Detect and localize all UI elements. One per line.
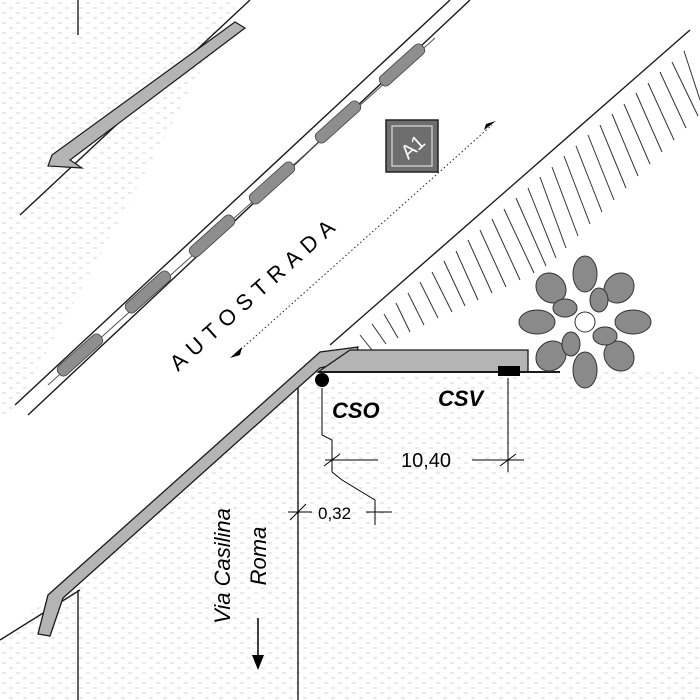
valve-label: CSV: [438, 386, 486, 411]
length-dimension: [321, 378, 524, 472]
barrier-top-left: [47, 21, 247, 169]
tree-icon: [518, 255, 652, 389]
street-name: Via Casilina: [210, 508, 235, 624]
motorway-shield-icon: A1: [385, 119, 439, 173]
origin-label: CSO: [332, 398, 380, 423]
embankment-slope: [359, 50, 700, 351]
road-label: AUTOSTRADA: [165, 210, 345, 376]
origin-point-marker: [315, 373, 329, 387]
arrow-right-end: [484, 121, 496, 130]
pipe-horizontal: [315, 349, 529, 373]
valve-marker: [498, 366, 520, 376]
offset-dimension: [288, 471, 392, 525]
arrow-left-end: [230, 347, 242, 358]
street-direction: Roma: [246, 527, 271, 586]
arrow-down-icon: [252, 618, 264, 670]
offset-value: 0,32: [318, 504, 351, 523]
length-value: 10,40: [401, 450, 451, 472]
dotted-direction-line: [237, 124, 493, 353]
median-hedge: [47, 37, 436, 386]
